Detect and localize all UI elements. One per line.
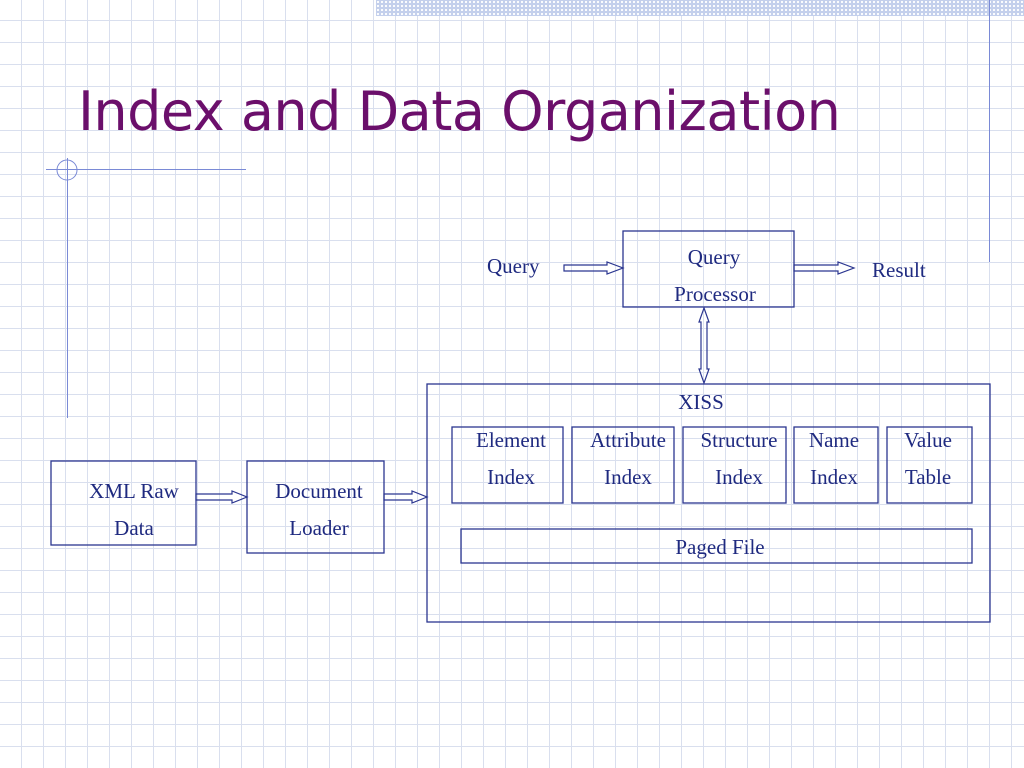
xml-to-loader-arrow	[195, 490, 249, 504]
query-label: Query	[487, 254, 540, 278]
title-underline	[46, 169, 246, 170]
element-index-line1: Element	[476, 428, 546, 452]
value-table-line1: Value	[904, 428, 952, 452]
name-index-box	[793, 426, 879, 504]
value-table-line2: Table	[905, 465, 951, 489]
document-loader-line1: Document	[275, 479, 363, 503]
left-vertical-rule	[67, 158, 68, 418]
right-vertical-rule	[989, 0, 990, 262]
query-to-processor-arrow	[563, 261, 625, 275]
paged-file-label: Paged File	[675, 535, 764, 559]
query-processor-line2: Processor	[674, 282, 756, 306]
paged-file-box	[460, 528, 973, 564]
xml-raw-data-box	[50, 460, 197, 546]
xml-raw-data-line1: XML Raw	[89, 479, 179, 503]
processor-to-result-arrow	[793, 261, 856, 275]
attribute-index-line2: Index	[604, 465, 652, 489]
attribute-index-line1: Attribute	[590, 428, 666, 452]
structure-index-line2: Index	[715, 465, 763, 489]
corner-pattern	[376, 0, 1024, 16]
title-circle-marker	[56, 159, 78, 181]
structure-index-line1: Structure	[701, 428, 778, 452]
document-loader-line2: Loader	[289, 516, 348, 540]
structure-index-box	[682, 426, 787, 504]
document-loader-box	[246, 460, 385, 554]
value-table-box	[886, 426, 973, 504]
name-index-line2: Index	[810, 465, 858, 489]
element-index-box	[451, 426, 564, 504]
xiss-box	[426, 383, 991, 623]
name-index-line1: Name	[809, 428, 859, 452]
query-processor-line1: Query	[688, 245, 741, 269]
attribute-index-box	[571, 426, 675, 504]
processor-xiss-bidirectional-arrow	[698, 306, 710, 385]
xiss-label: XISS	[678, 390, 724, 414]
element-index-line2: Index	[487, 465, 535, 489]
slide-title: Index and Data Organization	[78, 80, 841, 143]
xml-raw-data-line2: Data	[114, 516, 154, 540]
loader-to-xiss-arrow	[383, 490, 429, 504]
result-label: Result	[872, 258, 926, 282]
